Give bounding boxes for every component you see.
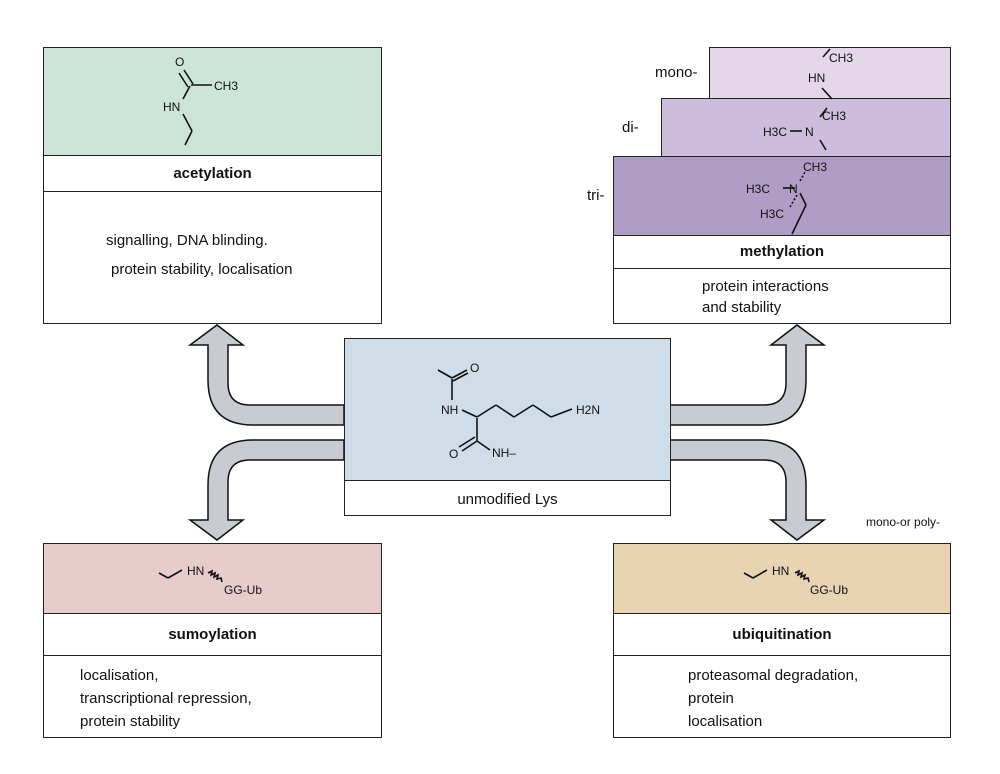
acetylation-structure-panel [44, 48, 381, 156]
ubiquitination-function-3: localisation [688, 713, 763, 730]
mono-label: mono- [655, 64, 698, 81]
arrow-to-sumoylation [187, 439, 345, 541]
unmodified-lys-box: unmodified Lys [344, 338, 671, 516]
di-methylation-panel [661, 98, 951, 157]
acetylation-function-2: protein stability, localisation [111, 261, 293, 278]
sumoylation-function-1: localisation, [80, 667, 159, 684]
ubiquitination-structure-panel [614, 544, 950, 614]
acetylation-title: acetylation [173, 165, 252, 182]
sumoylation-label-panel: sumoylation [44, 614, 381, 656]
methylation-title: methylation [739, 243, 825, 260]
ubiquitination-box: ubiquitination proteasomal degradation, … [613, 543, 951, 738]
methylation-box: methylation protein interactions and sta… [613, 156, 951, 324]
sumoylation-function-2: transcriptional repression, [80, 690, 252, 707]
sumoylation-title: sumoylation [168, 626, 257, 643]
ubiquitination-label-panel: ubiquitination [614, 614, 950, 656]
arrow-to-acetylation [187, 324, 345, 426]
sumoylation-structure-panel [44, 544, 381, 614]
methylation-function-1: protein interactions [702, 278, 829, 295]
sumoylation-function-3: protein stability [80, 713, 181, 730]
acetylation-function-1: signalling, DNA blinding. [106, 232, 268, 249]
ubiquitination-title: ubiquitination [732, 626, 832, 643]
sumoylation-box: sumoylation localisation, transcriptiona… [43, 543, 382, 738]
methylation-label-panel: methylation [614, 236, 950, 269]
arrow-to-methylation [669, 324, 827, 426]
lys-structure-panel [345, 339, 670, 481]
ubiquitination-note: mono-or poly- [866, 515, 941, 529]
unmodified-lys-title: unmodified Lys [457, 491, 558, 508]
mono-methylation-panel [709, 47, 951, 99]
di-label: di- [622, 119, 639, 136]
acetylation-box: acetylation signalling, DNA blinding. pr… [43, 47, 382, 324]
arrow-to-ubiquitination [669, 439, 827, 541]
ubiquitination-function-1: proteasomal degradation, [688, 667, 859, 684]
ubiquitination-function-2: protein [688, 690, 734, 707]
methylation-function-2: and stability [702, 299, 782, 316]
tri-label: tri- [587, 187, 605, 204]
acetylation-label-panel: acetylation [44, 156, 381, 192]
tri-methylation-panel [614, 157, 950, 236]
